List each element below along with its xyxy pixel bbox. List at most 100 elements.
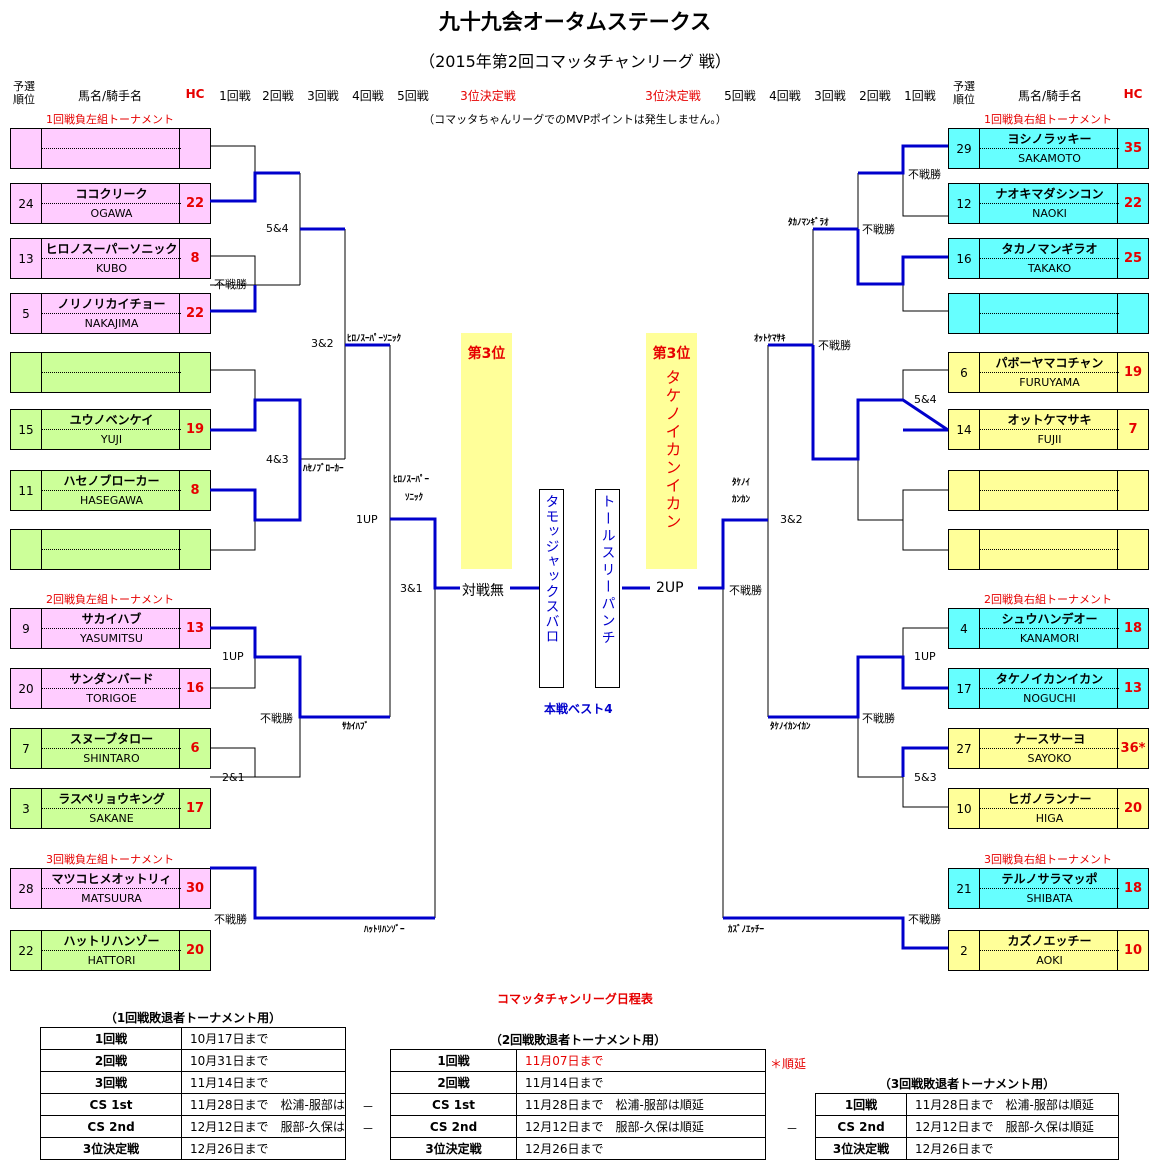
schedule-deadline: 12月26日まで [181, 1137, 346, 1160]
result-l-3and1: 3&1 [400, 582, 423, 595]
schedule-dash-1: － [362, 1100, 375, 1114]
entry-rank [949, 471, 980, 510]
winner-r-takenob: ｶﾝｶﾝ [732, 495, 751, 505]
entry-rank: 13 [11, 239, 42, 278]
schedule-deadline: 11月28日まで 松浦-服部は順延 [516, 1093, 766, 1116]
schedule-deadline: 12月12日まで 服部-久保は [181, 1115, 346, 1138]
entry-handicap: 36* [1117, 729, 1148, 768]
result-l-fusen3: 不戦勝 [214, 913, 247, 926]
entry-rank: 10 [949, 789, 980, 828]
entry-rank [11, 129, 42, 168]
schedule-t1-caption: （1回戦敗退者トーナメント用） [104, 1011, 282, 1025]
entry-jockey-name: HIGA [1035, 811, 1064, 825]
entry-handicap: 18 [1117, 869, 1148, 908]
entry-rank: 27 [949, 729, 980, 768]
schedule-round: 2回戦 [390, 1071, 517, 1094]
entry-horse-name: ラスペリョウキング [42, 789, 181, 809]
entry-horse-name: ヨシノラッキー [980, 129, 1119, 149]
entry-jockey-name: YUJI [100, 432, 123, 446]
schedule-round: CS 1st [390, 1093, 517, 1116]
entry-handicap [179, 129, 210, 168]
result-r-1up: 1UP [914, 650, 936, 663]
schedule-round: 3回戦 [40, 1071, 182, 1094]
winner-l-sakai: ｻｶｲﾊﾌﾞ [342, 722, 370, 732]
third-place-right-name: タケノイカンイカン [662, 369, 682, 531]
entry-handicap: 25 [1117, 239, 1148, 278]
entry-horse-name: サカイハブ [42, 609, 181, 629]
entry-jockey-name: NAOKI [1032, 206, 1067, 220]
schedule-deadline: 11月07日まで [516, 1049, 766, 1072]
entry-handicap: 13 [1117, 669, 1148, 708]
entry-jockey-name: TAKAKO [1027, 261, 1072, 275]
entry-horse-name: テルノサラマッポ [980, 869, 1119, 889]
result-r-3and2: 3&2 [780, 513, 803, 526]
entry-horse-name: ハセノブローカー [42, 471, 181, 491]
entry-handicap: 22 [179, 294, 210, 333]
entry-horse-name: ノリノリカイチョー [42, 294, 181, 314]
entry-handicap: 17 [179, 789, 210, 828]
entry-handicap: 7 [1117, 410, 1148, 449]
schedule-round: 2回戦 [40, 1049, 182, 1072]
winner-r-kazuno: ｶｽﾞﾉｴｯﾁｰ [728, 925, 765, 935]
schedule-deadline: 12月26日まで [906, 1137, 1119, 1160]
schedule-t2-note: ＊順延 [770, 1057, 807, 1071]
schedule-round: 3位決定戦 [390, 1137, 517, 1160]
schedule-deadline: 11月14日まで [516, 1071, 766, 1094]
entry-horse-name [980, 294, 1119, 314]
bracket-lines-blue [210, 144, 949, 950]
entry-jockey-name: KANAMORI [1019, 631, 1080, 645]
entry-rank: 22 [11, 931, 42, 970]
entry-horse-name: オットケマサキ [980, 410, 1119, 430]
entry-handicap [179, 530, 210, 569]
entry-rank [11, 353, 42, 392]
entry-horse-name: サンダンバード [42, 669, 181, 689]
third-place-left-box: 第3位 [461, 333, 512, 569]
entry-handicap [1117, 471, 1148, 510]
entry-rank: 14 [949, 410, 980, 449]
schedule-t2-caption: （2回戦敗退者トーナメント用） [489, 1033, 667, 1047]
winner-l-hirono2a: ﾋﾛﾉｽｰﾊﾟｰ [393, 475, 430, 485]
schedule-round: CS 1st [40, 1093, 182, 1116]
entry-jockey-name: SHINTARO [83, 751, 140, 765]
result-l-fusen2: 不戦勝 [260, 712, 293, 725]
schedule-round: 1回戦 [390, 1049, 517, 1072]
entry-horse-name [42, 129, 181, 149]
center-right-result: 2UP [656, 580, 684, 596]
winner-l-haseno: ﾊｾﾉﾌﾞﾛｰｶｰ [303, 464, 344, 474]
winner-r-takenoa: ﾀｹﾉｲ [732, 478, 751, 488]
result-l-5and4: 5&4 [266, 222, 289, 235]
schedule-deadline: 11月28日まで 松浦-服部は [181, 1093, 346, 1116]
entry-handicap: 10 [1117, 931, 1148, 970]
entry-handicap: 20 [1117, 789, 1148, 828]
entry-rank: 3 [11, 789, 42, 828]
header-r4-right: 4回戦 [769, 89, 801, 103]
header-r2-right: 2回戦 [859, 89, 891, 103]
entry-horse-name: シュウハンデオー [980, 609, 1119, 629]
schedule-round: CS 2nd [40, 1115, 182, 1138]
result-r-fusen2: 不戦勝 [862, 223, 895, 236]
group-label-left-2: 2回戦負左組トーナメント [46, 593, 174, 606]
entry-handicap: 18 [1117, 609, 1148, 648]
entry-rank: 11 [11, 471, 42, 510]
entry-handicap: 19 [1117, 353, 1148, 392]
entry-handicap: 16 [179, 669, 210, 708]
entry-handicap: 30 [179, 869, 210, 908]
finalist-left-name: タモッジャックスバロ [543, 494, 560, 644]
